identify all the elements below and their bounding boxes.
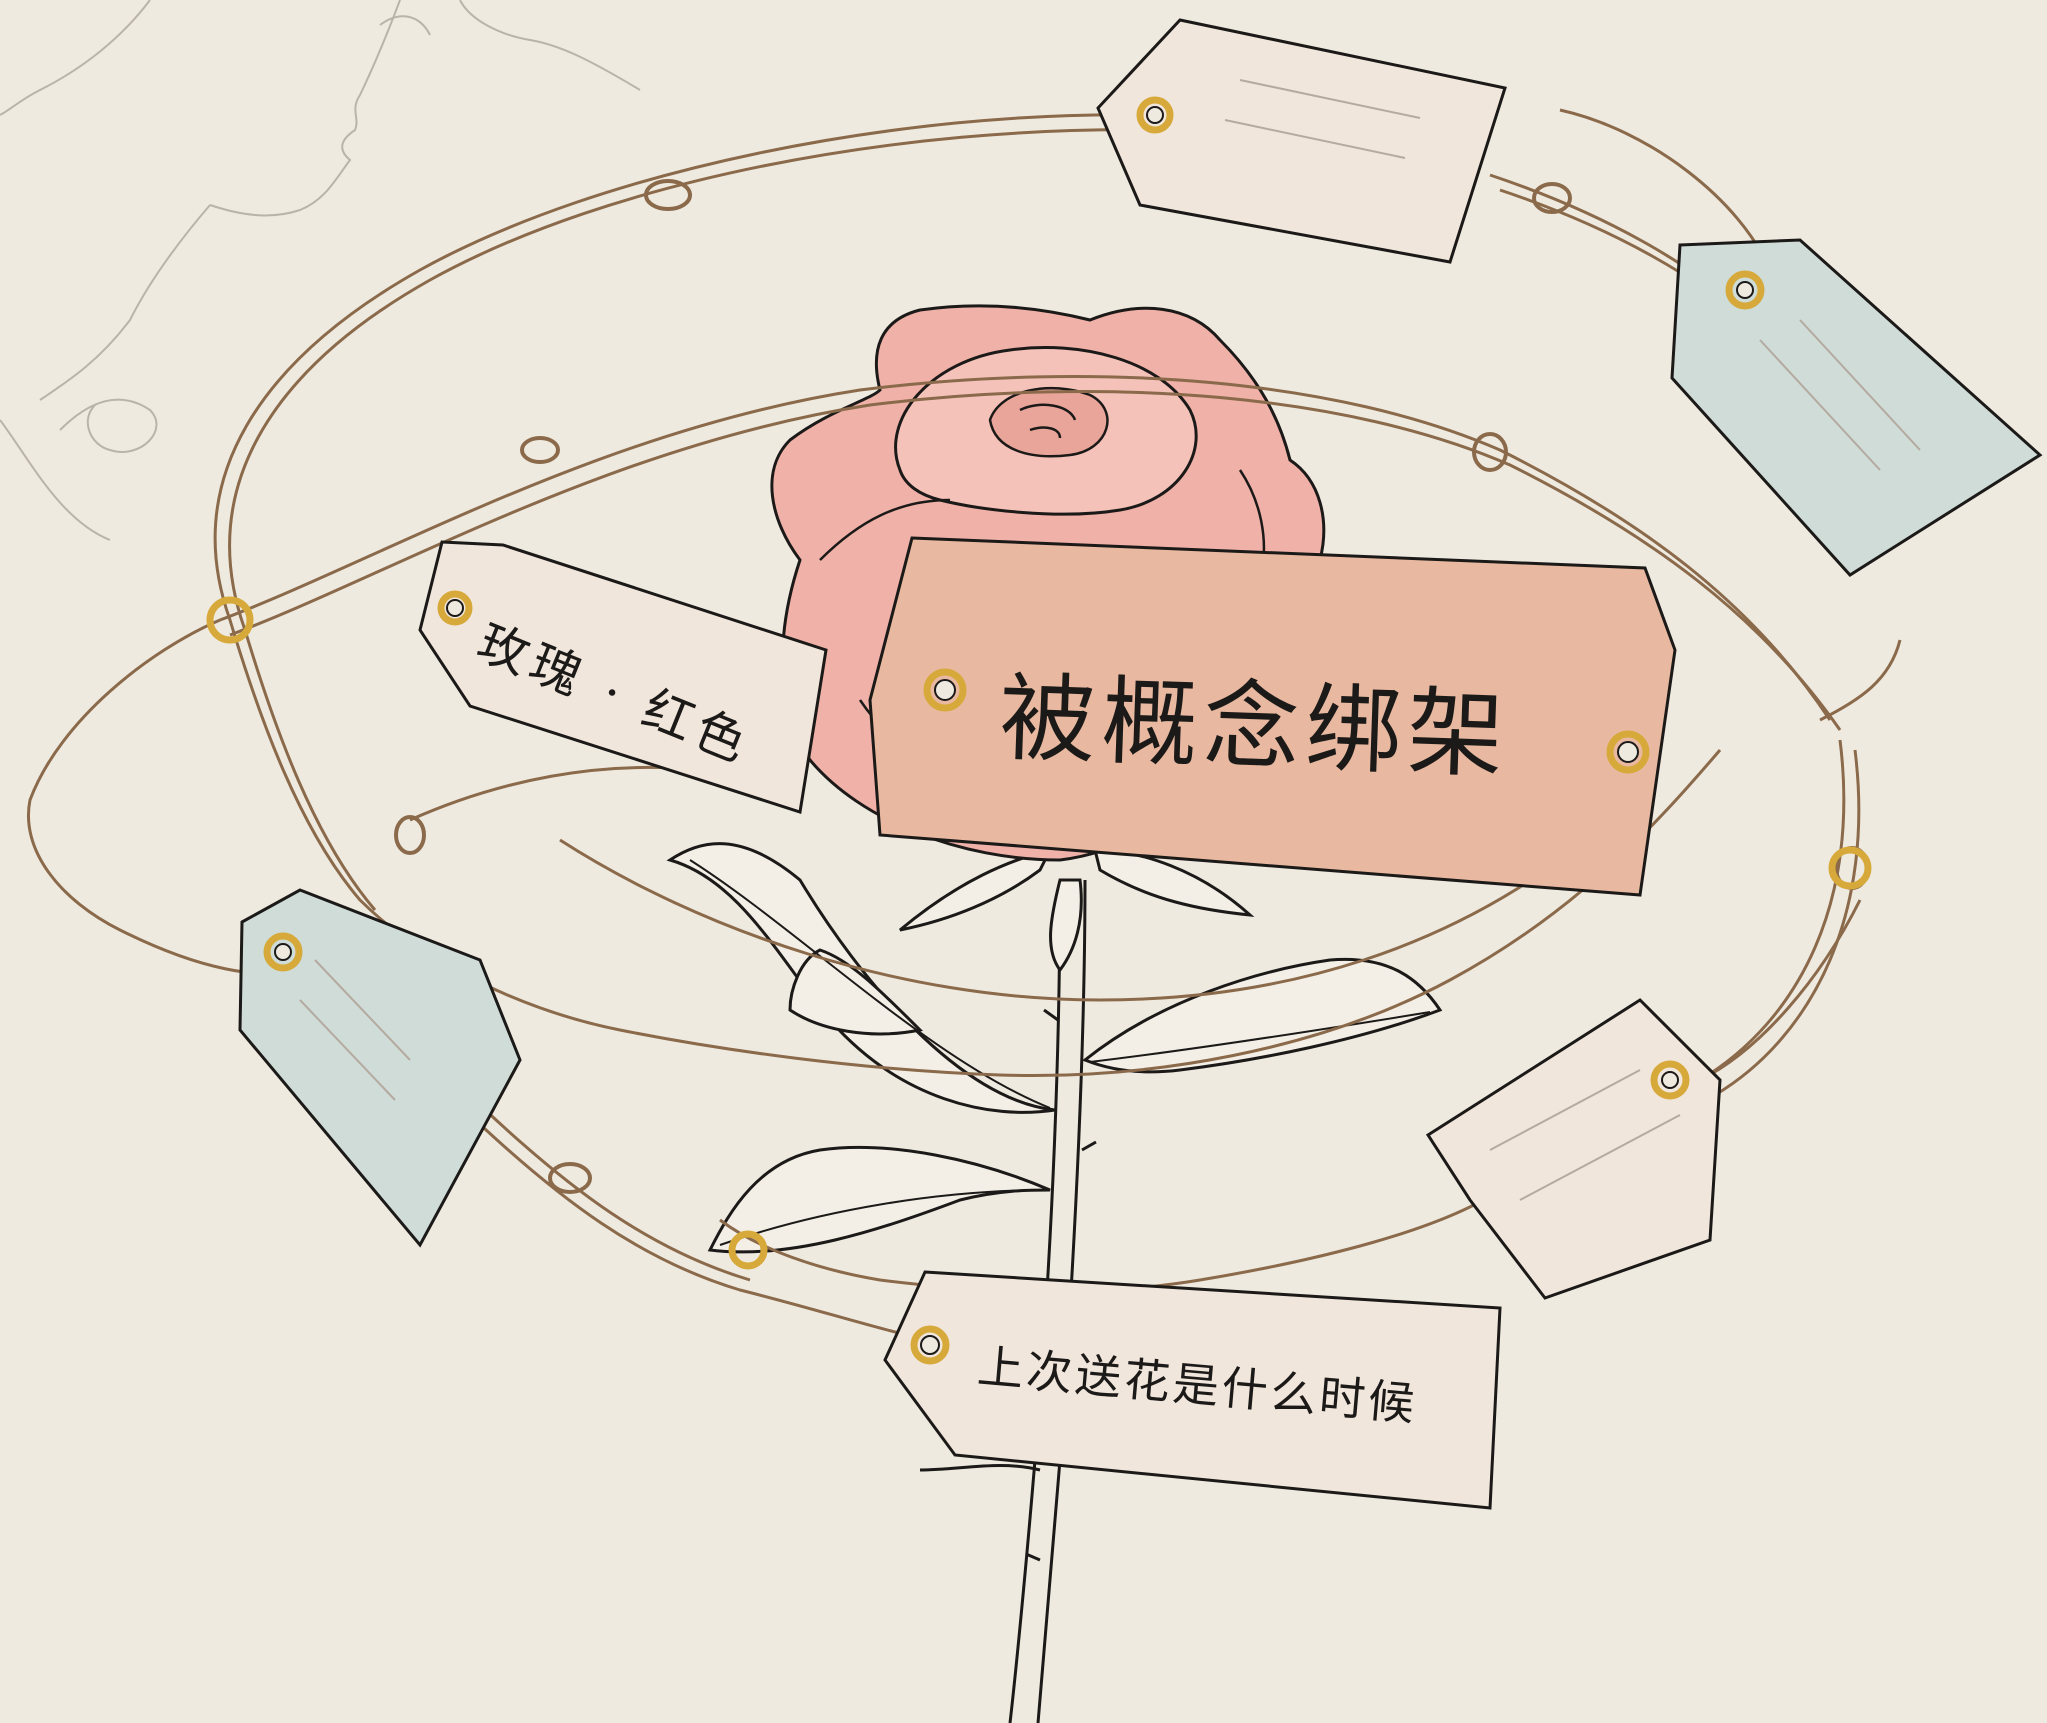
- face-sketch-icon: [0, 0, 641, 541]
- tag-main-label: 被概念绑架: [997, 662, 1512, 792]
- tag-right-blank: [1670, 238, 2043, 577]
- ring-icon: [206, 96, 1872, 1365]
- ring-holes: [274, 106, 1754, 1355]
- tag-bottom-shape: [883, 1270, 1502, 1510]
- tag-right-bottom-blank: [1425, 998, 1722, 1300]
- rose-sepals: [899, 847, 1255, 973]
- leaf-veins: [689, 859, 1431, 1246]
- tag-top-blank: [1096, 18, 1507, 264]
- tag-main-shape: [868, 536, 1677, 897]
- leaf-icon: [666, 842, 1443, 1254]
- tag-left-blank: [238, 888, 522, 1248]
- tag-left-shape: [418, 540, 828, 814]
